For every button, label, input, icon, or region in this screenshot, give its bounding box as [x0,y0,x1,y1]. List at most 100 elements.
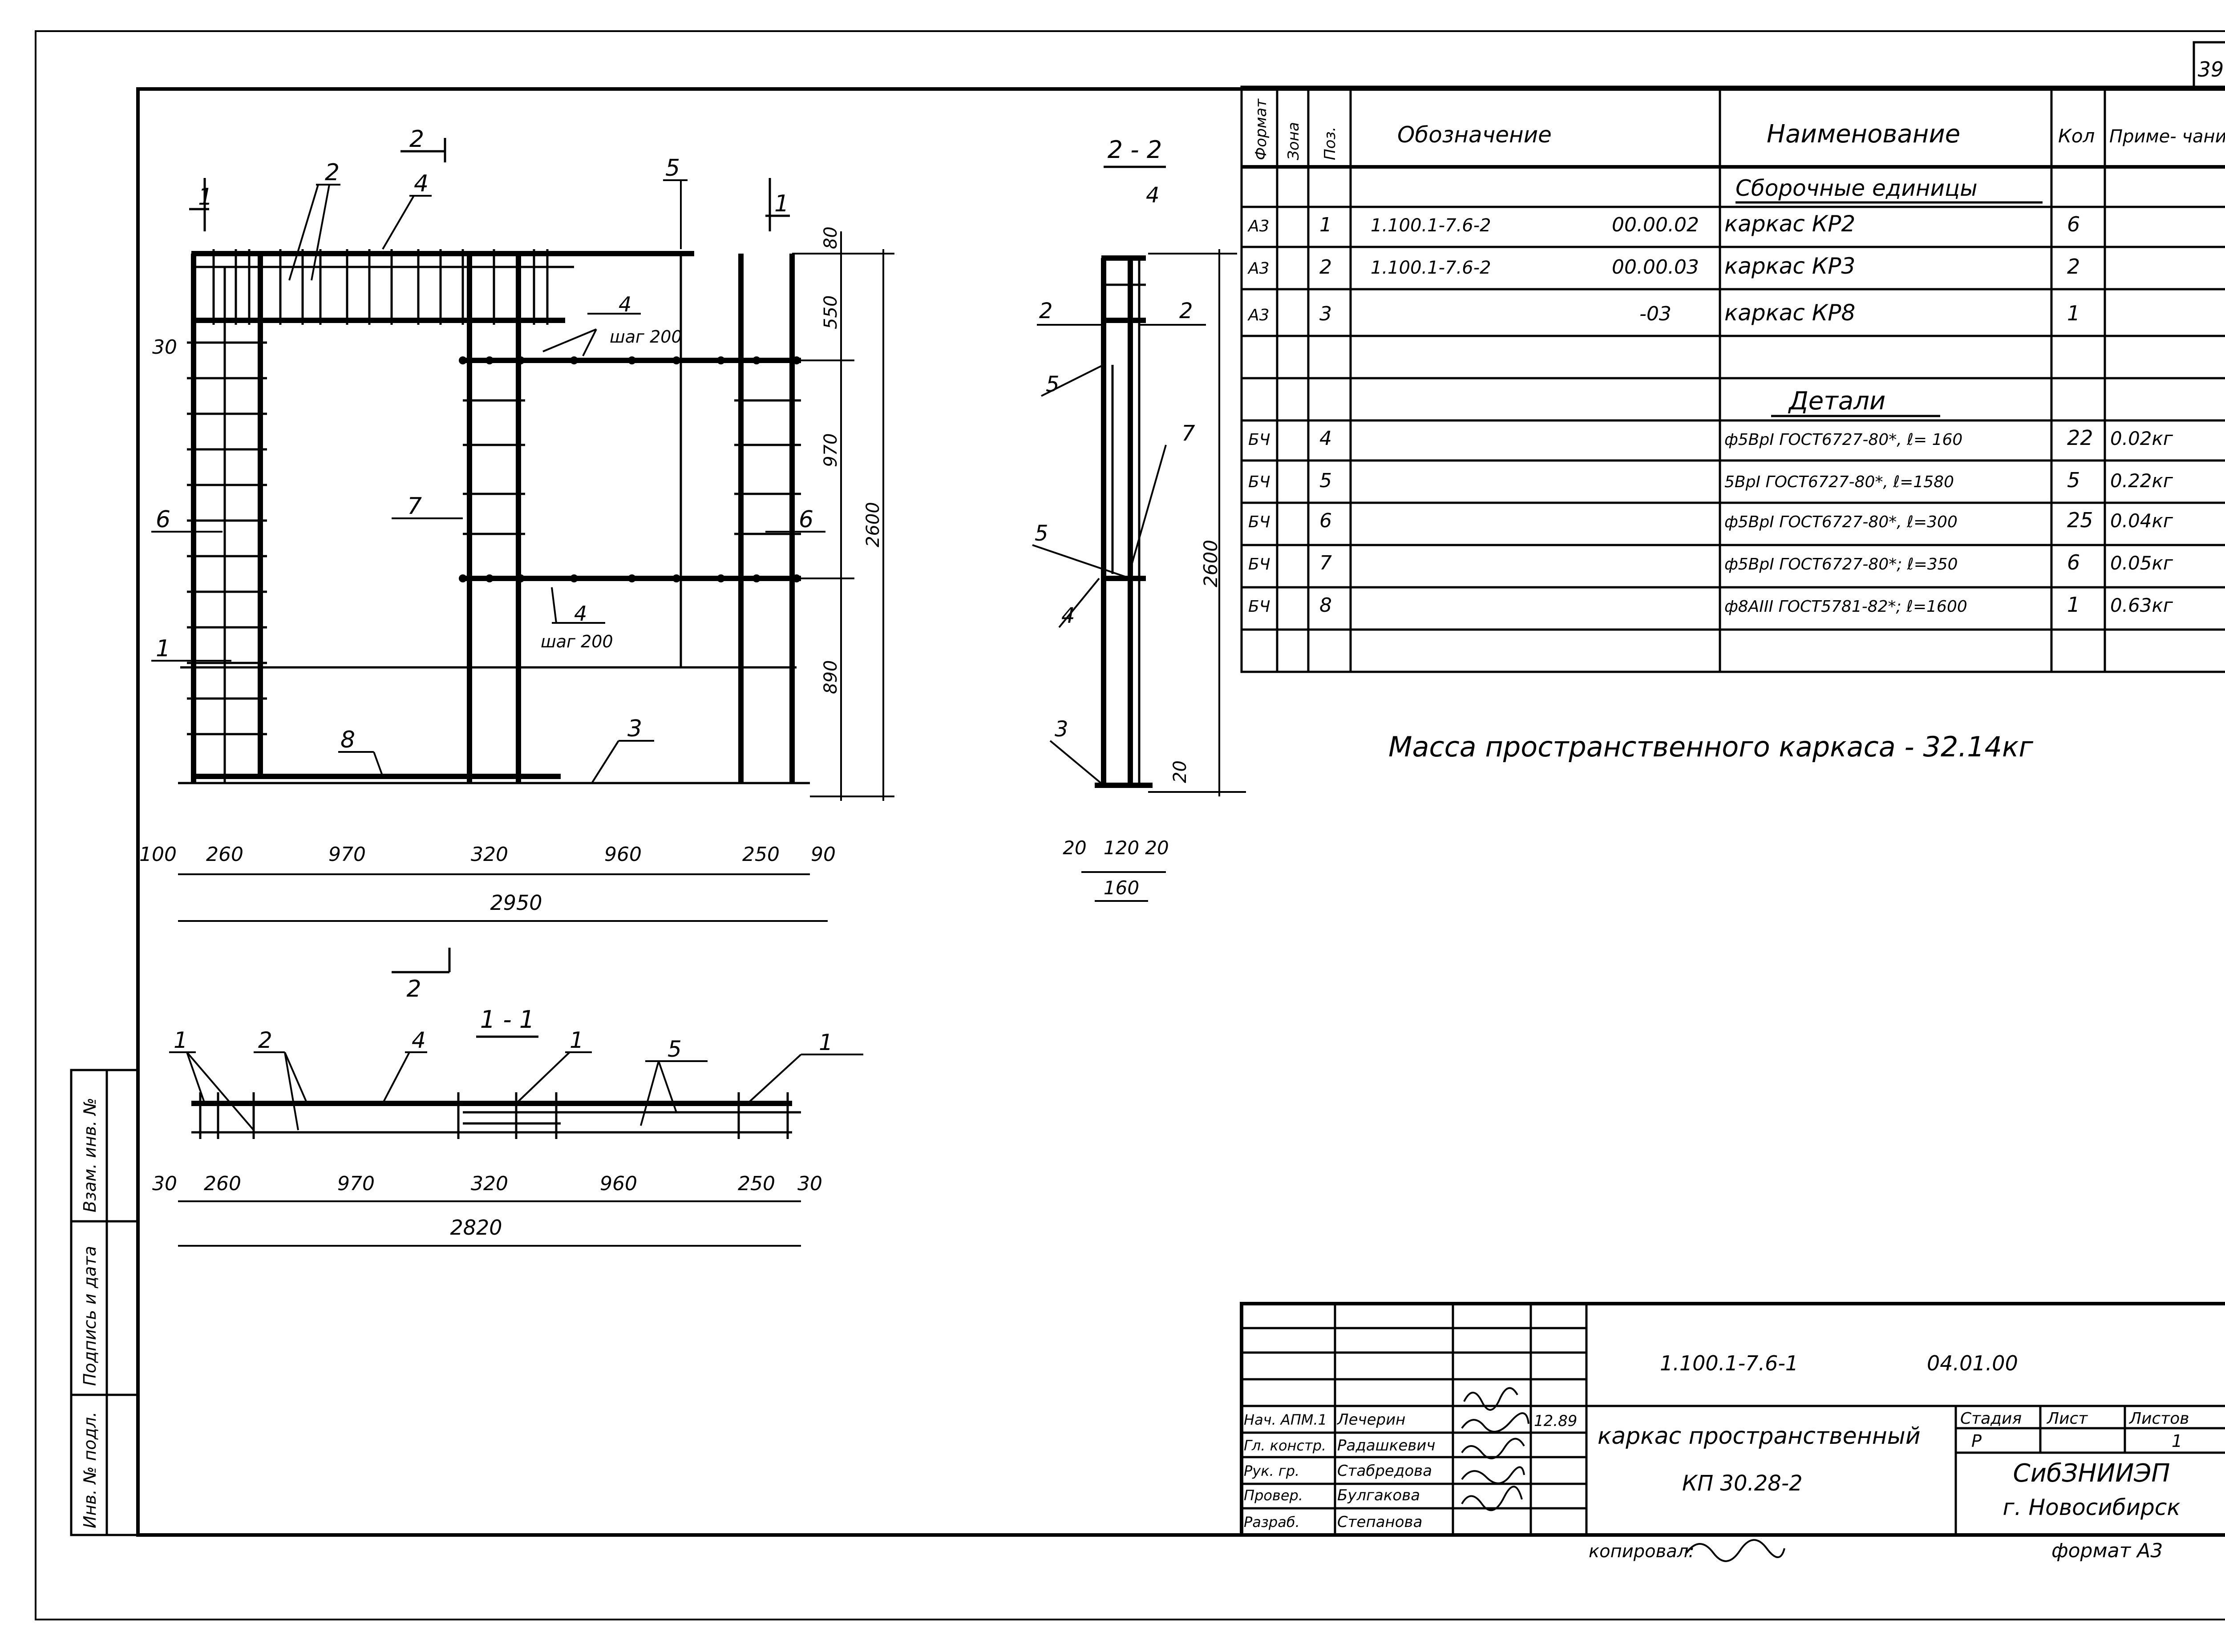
callout-7: 7 [407,493,422,520]
plan-dim-3: 970 [337,1172,375,1195]
spec-designation: 1.100.1-7.6-2 [1371,258,1491,278]
role-title: Рук. гр. [1244,1462,1299,1479]
bar-section-dot [517,574,525,582]
page-number-box [2193,41,2225,90]
spec-table [1240,85,2225,673]
bar-section-dot [485,574,494,582]
front-dim-total: 2950 [490,891,542,915]
spec-qty: 6 [2067,212,2080,236]
mass-note: Масса пространственного каркаса - 32.14к… [1388,731,2033,763]
plan-dim-total: 2820 [450,1216,502,1240]
side-dim-3: 20 [1145,837,1169,859]
format-label: формат А3 [2051,1539,2163,1562]
spec-code: -03 [1639,303,1671,325]
plan-callout-5: 5 [668,1036,682,1062]
role-name: Степанова [1337,1513,1422,1531]
front-dim-5: 960 [604,843,642,866]
spec-format: А3 [1247,306,1270,324]
callout-4-opening-top: 4 [619,292,631,316]
side-bottom-cover: 20 [1170,760,1190,783]
sheets-label: Листов [2128,1410,2189,1428]
spec-format: БЧ [1248,598,1270,616]
stage-label: Стадия [1960,1410,2022,1428]
front-dim-7: 90 [811,843,836,866]
role-title: Нач. АПМ.1 [1244,1411,1327,1428]
side-callout-2-left: 2 [1039,299,1053,323]
spec-format: БЧ [1248,431,1270,449]
spec-qty: 1 [2067,301,2080,325]
copier-signature [1686,1539,1785,1562]
callout-8: 8 [340,727,355,753]
spec-note: 0.22кг [2110,470,2173,492]
spec-col-format: Формат [1252,98,1270,160]
front-dim-right-3: 970 [821,433,841,467]
callout-5-top: 5 [665,155,680,182]
plan-callout-2: 2 [258,1027,272,1053]
doc-number: 04.01.00 [1927,1351,2018,1375]
side-dim-total: 160 [1104,877,1139,899]
front-dim-6: 250 [742,843,780,866]
callout-4-opening-bottom: 4 [574,602,587,626]
stamp-replacement: Взам. инв. № [80,1098,100,1212]
signatures [1461,1387,1529,1511]
spec-format: А3 [1247,217,1270,235]
spec-note: 0.04кг [2110,510,2173,532]
spec-qty: 5 [2067,468,2080,492]
spec-header: Формат Зона Поз. Обозначение Наименовани… [1252,98,2225,416]
bar-section-dot [570,356,578,364]
spec-note: 0.63кг [2110,594,2173,616]
spec-pos: 1 [1319,214,1332,236]
spec-name: ф8АIII ГОСТ5781-82*; ℓ=1600 [1724,598,1967,616]
doc-code: 1.100.1-7.6-1 [1660,1351,1798,1375]
spec-col-name: Наименование [1767,120,1960,149]
bar-section-dot [717,356,725,364]
spec-qty: 6 [2067,550,2080,574]
front-dim-right-5: 890 [821,660,841,694]
side-callout-2-right: 2 [1179,299,1193,323]
bar-section-dot [672,356,680,364]
side-view: 2 - 2 2600 20 20 120 20 160 4 2 2 5 7 5 … [1032,136,1246,902]
plan-dim-1: 30 [152,1172,177,1195]
spec-section-details: Детали [1788,387,1885,416]
spec-qty: 2 [2067,254,2080,279]
role-name: Лечерин [1336,1411,1405,1429]
front-leaders [151,138,825,784]
plan-view-label: 1 - 1 [480,1006,535,1034]
section-mark-2-top: 2 [409,126,424,153]
spec-format: БЧ [1248,555,1270,574]
callout-1-bottom: 1 [156,635,170,662]
callout-1-right: 1 [774,190,789,217]
spec-note: 0.02кг [2110,428,2173,449]
spec-name: каркас КР8 [1724,300,1855,326]
stamp-signature-date: Подпись и дата [80,1246,100,1386]
spec-qty: 25 [2067,508,2093,532]
stage-value: Р [1971,1431,1982,1451]
bar-section-dot [752,574,761,582]
front-dim-4: 320 [471,843,508,866]
front-dim-2: 260 [206,843,243,866]
spec-note: 0.05кг [2110,552,2173,574]
bar-section-dot [459,574,467,582]
bar-section-dot [485,356,494,364]
role-title: Разраб. [1244,1514,1300,1531]
organization: СибЗНИИЭП [2013,1459,2170,1488]
spec-col-note: Приме- чание [2109,126,2225,147]
side-callout-3: 3 [1055,717,1068,742]
city: г. Новосибирск [2002,1494,2180,1520]
front-dimensions [178,231,894,922]
sheet-label: Лист [2046,1410,2088,1428]
bar-section-dot [717,574,725,582]
side-dim-2: 120 [1104,837,1139,859]
spec-qty: 22 [2067,426,2093,450]
plan-dim-6: 250 [738,1172,775,1195]
plan-dim-5: 960 [600,1172,637,1195]
spec-col-pos: Поз. [1321,127,1339,160]
spec-name: ф5ВрI ГОСТ6727-80*, ℓ= 160 [1724,431,1962,449]
spec-name: ф5ВрI ГОСТ6727-80*, ℓ=300 [1724,513,1958,531]
spec-pos: 5 [1319,469,1332,492]
side-view-label: 2 - 2 [1108,136,1162,164]
callout-6-left: 6 [156,506,170,533]
title: каркас пространственный [1598,1423,1921,1450]
